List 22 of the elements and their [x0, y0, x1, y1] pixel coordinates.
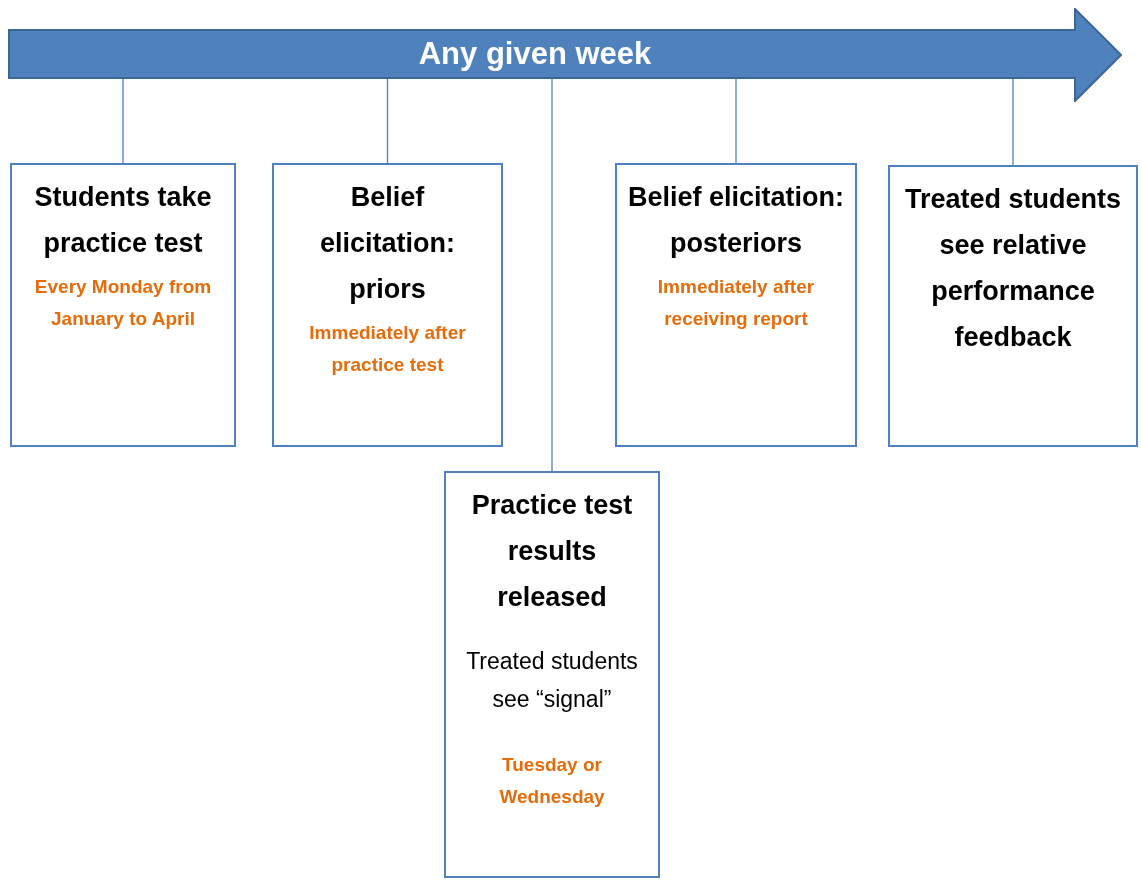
- step-box: [10, 163, 236, 447]
- connector-line: [386, 77, 389, 164]
- step-title: Students take practice test: [33, 181, 213, 260]
- step-title: Treated students see relative performance feedback: [903, 183, 1123, 354]
- timing-note: Tuesday or Wednesday: [498, 752, 606, 809]
- step-box: [444, 471, 660, 878]
- connector-line: [1012, 77, 1014, 166]
- timing-note: Immediately after receiving report: [656, 274, 816, 332]
- arrow-band: [8, 8, 1122, 102]
- step-title: Belief elicitation: priors: [319, 181, 456, 306]
- step-title: Belief elicitation: posteriors: [626, 181, 845, 260]
- timing-note: Every Monday from January to April: [33, 274, 213, 332]
- step-box: [888, 165, 1138, 447]
- step-box: [272, 163, 503, 447]
- step-description: Treated students see “signal”: [465, 646, 639, 714]
- timing-note: Immediately after practice test: [308, 320, 467, 377]
- connector-line: [551, 77, 553, 472]
- connector-line: [122, 77, 124, 164]
- step-title: Practice test results released: [470, 489, 634, 614]
- timeline-label: Any given week: [417, 35, 653, 73]
- connector-line: [735, 77, 737, 164]
- step-box: [615, 163, 857, 447]
